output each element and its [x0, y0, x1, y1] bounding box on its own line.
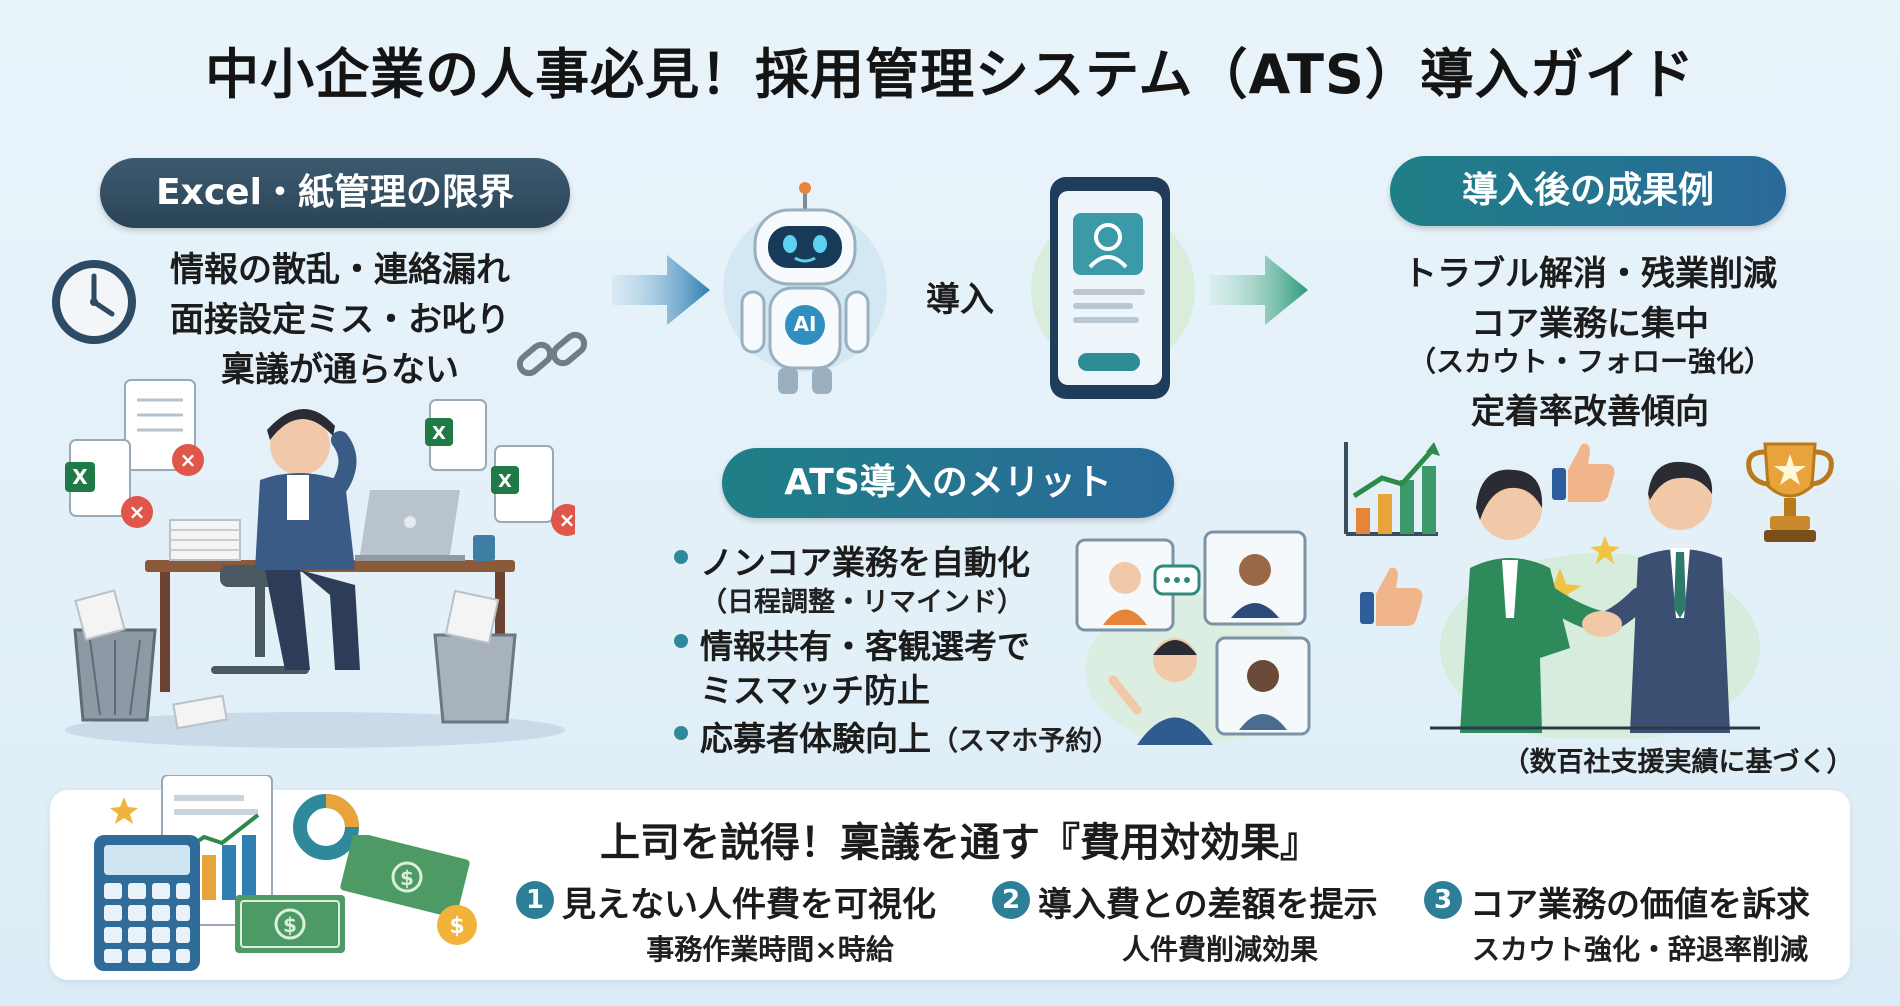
point-1-title: 見えない人件費を可視化: [562, 885, 936, 925]
bullet-dot: [674, 726, 688, 740]
result-1: トラブル解消・残業削減: [1403, 254, 1777, 294]
svg-text:X: X: [72, 465, 88, 489]
money-icon: $ $ $: [235, 835, 477, 953]
stressed-worker-illustration: X × × X X ×: [65, 379, 575, 748]
svg-text:$: $: [449, 914, 464, 939]
problem-2: 面接設定ミス・お叱り: [170, 300, 510, 340]
smartphone-icon: [1031, 177, 1195, 399]
calculator-icon: [94, 775, 359, 971]
merit-3-sub: （スマホ予約）: [931, 726, 1120, 757]
robot-icon: [723, 182, 887, 394]
svg-text:X: X: [498, 471, 512, 492]
svg-text:×: ×: [180, 448, 197, 472]
svg-text:×: ×: [559, 508, 575, 532]
problem-1: 情報の散乱・連絡漏れ: [170, 250, 510, 290]
point-2-title: 導入費との差額を提示: [1038, 885, 1378, 925]
merit-3: 応募者体験向上（スマホ予約）: [700, 712, 1119, 760]
results-note: （数百社支援実績に基づく）: [1502, 747, 1854, 778]
right-header: 導入後の成果例: [1390, 156, 1786, 226]
svg-text:×: ×: [129, 500, 146, 524]
point-number: 1: [516, 881, 554, 919]
left-header: Excel・紙管理の限界: [100, 158, 570, 228]
merit-2: 情報共有・客観選考で: [700, 627, 1030, 666]
result-4: 定着率改善傾向: [1471, 392, 1709, 432]
arrow-right-icon: [1210, 255, 1308, 325]
result-2: コア業務に集中: [1471, 304, 1709, 344]
point-3-sub: スカウト強化・辞退率削減: [1471, 933, 1808, 966]
point-number: 3: [1424, 881, 1462, 919]
arrow-right-icon: [612, 255, 710, 325]
point-1-sub: 事務作業時間×時給: [646, 933, 894, 966]
point-2-sub: 人件費削減効果: [1121, 933, 1318, 966]
bottom-heading: 上司を説得！稟議を通す『費用対効果』: [600, 820, 1320, 866]
merit-1-sub: （日程調整・リマインド）: [700, 587, 1024, 618]
svg-text:$: $: [400, 866, 414, 890]
point-number: 2: [992, 881, 1030, 919]
merit-3-text: 応募者体験向上: [700, 719, 931, 758]
merits-header: ATS導入のメリット: [722, 448, 1174, 518]
result-3: （スカウト・フォロー強化）: [1407, 345, 1772, 378]
handshake-illustration: [1430, 461, 1760, 738]
merits-header-label: ATS導入のメリット: [784, 462, 1112, 503]
right-header-label: 導入後の成果例: [1461, 170, 1714, 211]
broken-chain-icon: [516, 331, 588, 377]
bar-chart-icon: [1344, 442, 1440, 536]
problem-3: 稟議が通らない: [221, 350, 459, 390]
bullet-dot: [674, 634, 688, 648]
clock-icon: [52, 260, 136, 344]
trophy-icon: [1746, 442, 1834, 542]
svg-text:X: X: [432, 423, 446, 444]
bullet-dot: [674, 550, 688, 564]
thumbs-up-icon: [1552, 443, 1615, 502]
thumbs-up-icon: [1360, 567, 1423, 626]
intro-label: 導入: [926, 280, 994, 320]
merit-2-sub: ミスマッチ防止: [700, 671, 931, 710]
ai-badge: AI: [793, 312, 817, 336]
left-header-label: Excel・紙管理の限界: [156, 172, 514, 213]
svg-text:$: $: [283, 913, 297, 937]
point-3-title: コア業務の価値を訴求: [1470, 885, 1810, 925]
page-title: 中小企業の人事必見！採用管理システム（ATS）導入ガイド: [205, 43, 1695, 106]
merit-1: ノンコア業務を自動化: [700, 543, 1030, 582]
video-call-icon: [1075, 530, 1311, 745]
